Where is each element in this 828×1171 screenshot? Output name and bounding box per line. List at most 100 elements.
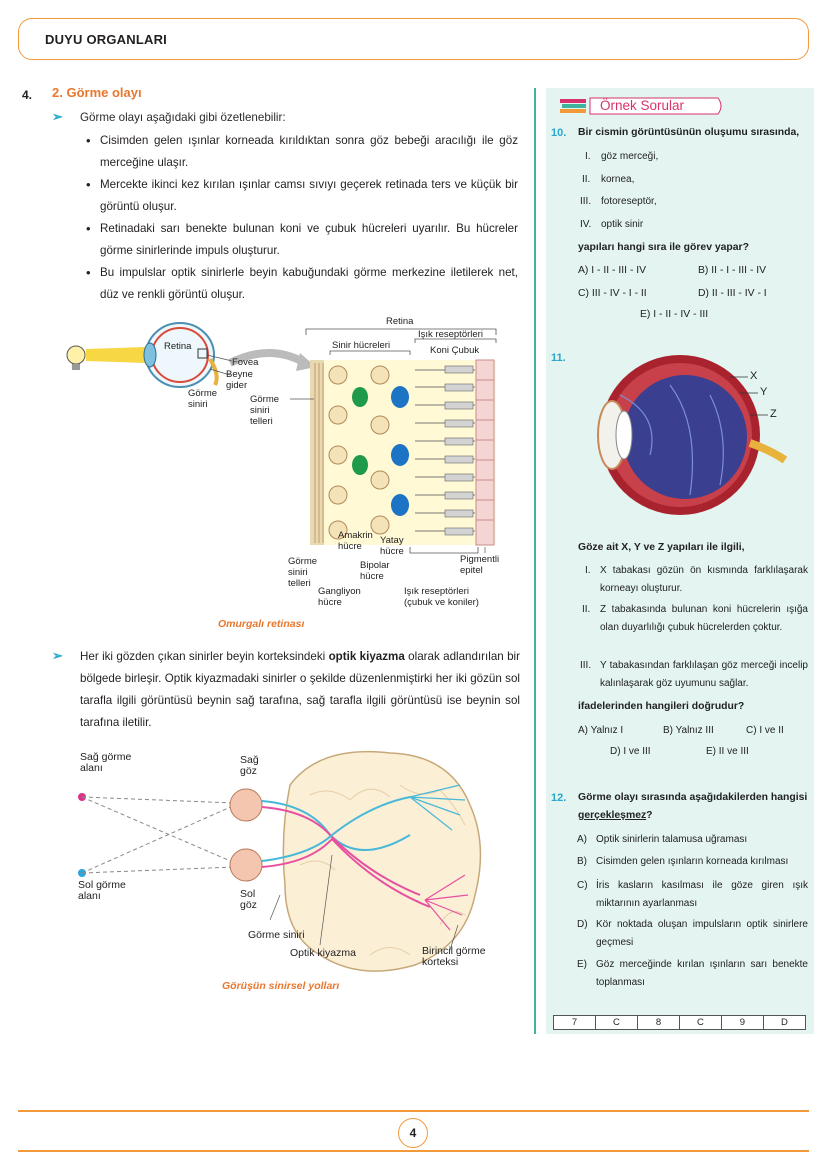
label-ganglion: Gangliyon hücre xyxy=(318,586,361,608)
chiasm-bold: optik kiyazma xyxy=(328,650,405,663)
bullet-item: Retinadaki sarı benekte bulunan koni ve … xyxy=(86,218,518,262)
label-pigment: Pigmentli epitel xyxy=(460,554,500,576)
option-c[interactable]: C) I ve II xyxy=(746,725,784,736)
label-y: Y xyxy=(760,386,768,398)
question-number: 10. xyxy=(551,127,567,139)
question-number: 12. xyxy=(551,792,567,804)
stem-end: ? xyxy=(646,810,653,821)
footer-line xyxy=(18,1150,809,1152)
label-z: Z xyxy=(770,408,777,420)
option-b[interactable]: B) II - I - III - IV xyxy=(698,265,767,276)
label-retina-small: Retina xyxy=(164,341,192,352)
label-fovea: Fovea xyxy=(232,357,259,368)
label-nerve-fibers: Görme siniri telleri xyxy=(250,394,280,427)
option-a[interactable]: Optik sinirlerin talamusa uğraması xyxy=(596,834,748,845)
option-d[interactable]: D) II - III - IV - I xyxy=(698,288,767,299)
header-box: DUYU ORGANLARI xyxy=(18,18,809,60)
bullet-item: Bu impulslar optik sinirlerle beyin kabu… xyxy=(86,262,518,306)
question-number: 11. xyxy=(551,352,566,364)
label-right-field: Sağ görme alanı xyxy=(80,751,132,774)
option-b[interactable]: Cisimden gelen ışınların korneada kırılm… xyxy=(596,856,789,867)
label-right-eye: Sağ göz xyxy=(240,754,259,777)
roman-numeral: IV. xyxy=(580,219,592,230)
option-c[interactable]: C) III - IV - I - II xyxy=(578,288,647,299)
label-amacrine: Amakrin hücre xyxy=(338,530,373,552)
statement-text: fotoreseptör, xyxy=(601,196,657,207)
option-letter: D) xyxy=(577,919,588,930)
statement-text: göz merceği, xyxy=(601,151,659,162)
pathway-caption: Görüşün sinirsel yolları xyxy=(222,980,340,992)
section-number: 4. xyxy=(22,88,33,102)
question-stem: Görme olayı sırasında aşağıdakilerden ha… xyxy=(578,789,808,825)
answer-cell: 9 xyxy=(720,1015,764,1030)
option-a[interactable]: A) I - II - III - IV xyxy=(578,265,647,276)
statement-text: Z tabakasında bulunan koni hücrelerin ış… xyxy=(600,604,808,633)
option-a[interactable]: A) Yalnız I xyxy=(578,725,624,736)
chapter-title: DUYU ORGANLARI xyxy=(45,32,167,47)
label-nerve-cells: Sinir hücreleri xyxy=(332,340,391,351)
label-receptors-top: Işık reseptörleri xyxy=(418,329,483,340)
answer-cell: C xyxy=(678,1015,722,1030)
bullet-list: Cisimden gelen ışınlar korneada kırıldık… xyxy=(86,130,518,306)
label-chiasm: Optik kiyazma xyxy=(290,947,356,959)
answer-cell: 8 xyxy=(636,1015,680,1030)
label-optic-nerve-small: Görme siniri xyxy=(188,388,218,410)
label-blind-spot: Beyne gider xyxy=(226,369,253,391)
chiasm-paragraph: Her iki gözden çıkan sinirler beyin kort… xyxy=(80,646,520,734)
roman-numeral: II. xyxy=(582,174,591,185)
section-title: 2. Görme olayı xyxy=(52,85,142,100)
stem-text: Görme olayı sırasında aşağıdakilerden ha… xyxy=(578,792,808,803)
example-questions-panel xyxy=(546,88,814,1034)
answer-cell: 7 xyxy=(553,1015,596,1030)
retina-caption: Omurgalı retinası xyxy=(218,618,305,630)
question-prompt: yapıları hangi sıra ile görev yapar? xyxy=(578,242,749,253)
label-cone-rod: Koni Çubuk xyxy=(430,345,480,356)
arrow-bullet-icon: ➢ xyxy=(52,109,63,124)
chiasm-text-2: olarak adlandırılan bir bölgede birleşir… xyxy=(80,650,520,729)
label-x: X xyxy=(750,370,758,382)
statement-text: Y tabakasından farklılaşan göz merceği i… xyxy=(600,660,808,689)
roman-numeral: I. xyxy=(585,565,591,576)
footer-line xyxy=(18,1110,809,1112)
label-cortex: Birincil görme korteksi xyxy=(422,945,486,968)
statement-text: X tabakası gözün ön kısmında farklılaşar… xyxy=(600,565,808,594)
label-nerve-fibers-bottom: Görme siniri telleri xyxy=(288,556,318,589)
bullet-item: Cisimden gelen ışınlar korneada kırıldık… xyxy=(86,130,518,174)
arrow-bullet-icon: ➢ xyxy=(52,648,63,663)
answer-key-table: 7 C 8 C 9 D xyxy=(553,1015,807,1030)
statement-text: optik sinir xyxy=(601,219,644,230)
option-letter: B) xyxy=(577,856,587,867)
visual-pathway-figure xyxy=(78,750,482,972)
label-left-field: Sol görme alanı xyxy=(78,879,126,902)
chiasm-text-1: Her iki gözden çıkan sinirler beyin kort… xyxy=(80,650,329,663)
question-stem: Bir cismin görüntüsünün oluşumu sırasınd… xyxy=(578,127,800,138)
stem-underlined: gerçekleşmez xyxy=(578,810,647,821)
label-bipolar: Bipolar hücre xyxy=(360,560,390,582)
answer-cell: D xyxy=(762,1015,807,1030)
eyeball-figure xyxy=(597,355,788,515)
statement-text: kornea, xyxy=(601,174,635,185)
retina-figure xyxy=(66,322,497,554)
option-e[interactable]: Göz merceğinde kırılan ışınların sarı be… xyxy=(596,959,808,988)
option-e[interactable]: E) II ve III xyxy=(706,746,749,757)
label-horizontal: Yatay hücre xyxy=(380,535,404,557)
bullet-item: Mercekte ikinci kez kırılan ışınlar cams… xyxy=(86,174,518,218)
option-c[interactable]: İris kasların kasılması ile göze giren ı… xyxy=(596,880,808,909)
option-letter: C) xyxy=(577,880,588,891)
option-b[interactable]: B) Yalnız III xyxy=(663,725,714,736)
question-stem: Göze ait X, Y ve Z yapıları ile ilgili, xyxy=(578,542,745,553)
option-e[interactable]: E) I - II - IV - III xyxy=(640,309,709,320)
page-number: 4 xyxy=(398,1118,428,1148)
roman-numeral: I. xyxy=(585,151,591,162)
column-divider xyxy=(534,88,536,1034)
option-letter: A) xyxy=(577,834,587,845)
roman-numeral: III. xyxy=(580,660,592,671)
option-d[interactable]: Kör noktada oluşan impulsların optik sin… xyxy=(596,919,808,948)
book-icon xyxy=(560,97,722,115)
option-d[interactable]: D) I ve III xyxy=(610,746,651,757)
label-retina-top: Retina xyxy=(386,316,414,327)
roman-numeral: III. xyxy=(580,196,592,207)
answer-cell: C xyxy=(594,1015,638,1030)
question-prompt: ifadelerinden hangileri doğrudur? xyxy=(578,701,745,712)
example-questions-heading: Örnek Sorular xyxy=(600,98,685,113)
